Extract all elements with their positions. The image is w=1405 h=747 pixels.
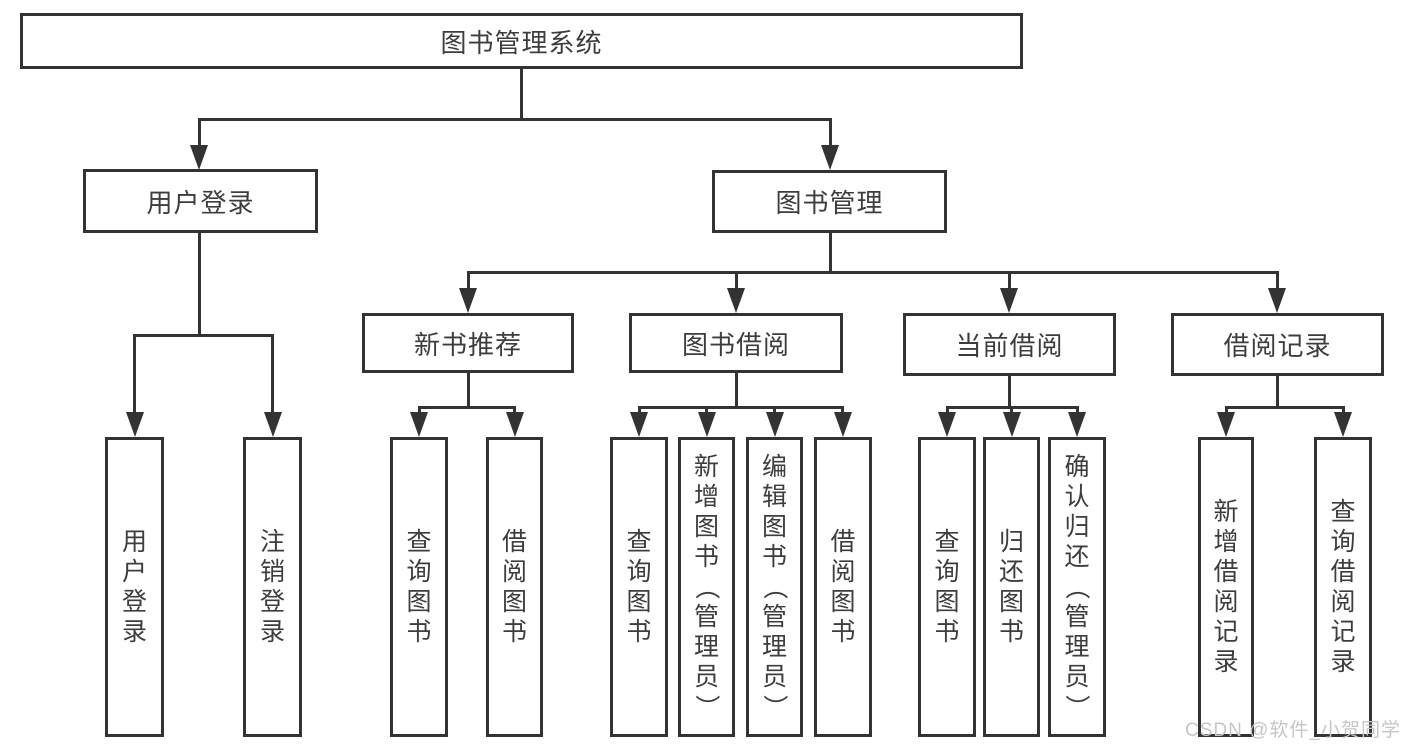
edge-cb-stem [1008, 376, 1011, 409]
leaf-bb-borrow-books: 借阅图书 [814, 437, 872, 737]
edge-nbr-stem [467, 373, 470, 409]
leaf-logout: 注销登录 [243, 437, 302, 737]
arrowhead-br-query [1334, 412, 1352, 437]
leaf-user-login: 用户登录 [105, 437, 164, 737]
node-borrow-records-label: 借阅记录 [1223, 331, 1332, 361]
arrowhead-new-book-recommend [459, 288, 477, 313]
leaf-nbr-query-books: 查询图书 [390, 437, 448, 737]
arrowhead-book-borrow [727, 288, 745, 313]
node-book-borrow-label: 图书借阅 [681, 329, 790, 360]
edge-bb-leaf3-shaft [773, 406, 776, 415]
leaf-bb-add-books-admin-label: 新增图书（管理员） [692, 453, 721, 720]
leaf-cb-return-books: 归还图书 [983, 437, 1040, 737]
leaf-cb-confirm-return-admin-label: 确认归还（管理员） [1062, 453, 1091, 720]
edge-br-leaf2-shaft [1342, 406, 1345, 415]
edge-level3-bar [467, 271, 1279, 274]
edge-leaf-user-login-shaft [133, 334, 136, 414]
node-user-login-label: 用户登录 [146, 187, 255, 218]
leaf-cb-query-books: 查询图书 [918, 437, 976, 737]
edge-cb-arrow-shaft [1008, 271, 1011, 291]
edge-nbr-bar [418, 406, 516, 409]
node-root-label: 图书管理系统 [440, 27, 603, 58]
edge-nbr-leaf1-shaft [418, 406, 421, 415]
edge-nbr-arrow-shaft [467, 271, 470, 291]
leaf-bb-edit-books-admin: 编辑图书（管理员） [746, 437, 803, 737]
edge-cb-leaf3-shaft [1076, 406, 1079, 415]
arrowhead-bb-borrow [834, 412, 852, 437]
leaf-nbr-borrow-books: 借阅图书 [486, 437, 543, 737]
arrowhead-leaf-logout [264, 412, 282, 437]
edge-book-mgmt-arrow-shaft [829, 118, 832, 148]
leaf-user-login-label: 用户登录 [121, 528, 147, 646]
edge-br-stem [1276, 376, 1279, 409]
node-book-management: 图书管理 [712, 170, 947, 233]
leaf-br-add-record-label: 新增借阅记录 [1213, 498, 1239, 676]
arrowhead-cb-query [938, 412, 956, 437]
node-book-borrow: 图书借阅 [629, 313, 843, 373]
node-current-borrow: 当前借阅 [903, 313, 1116, 376]
leaf-bb-query-books: 查询图书 [610, 437, 668, 737]
edge-cb-leaf1-shaft [946, 406, 949, 415]
arrowhead-user-login [190, 145, 208, 170]
node-new-book-recommend-label: 新书推荐 [413, 329, 522, 360]
edge-nbr-leaf2-shaft [513, 406, 516, 415]
arrowhead-nbr-query [410, 412, 428, 437]
edge-bb-bar [638, 406, 844, 409]
csdn-watermark: CSDN @软件_小贺同学 [1185, 720, 1401, 741]
arrowhead-cb-return [1003, 412, 1021, 437]
node-current-borrow-label: 当前借阅 [955, 331, 1064, 361]
arrowhead-cb-confirm [1068, 412, 1086, 437]
node-user-login: 用户登录 [83, 169, 318, 233]
edge-br-leaf1-shaft [1225, 406, 1228, 415]
edge-user-login-stem [198, 233, 201, 337]
leaf-cb-return-books-label: 归还图书 [998, 528, 1024, 646]
edge-br-arrow-shaft [1276, 271, 1279, 291]
arrowhead-br-add [1217, 412, 1235, 437]
edge-bb-leaf4-shaft [841, 406, 844, 415]
node-borrow-records: 借阅记录 [1171, 313, 1384, 376]
arrowhead-nbr-borrow [506, 412, 524, 437]
arrowhead-current-borrow [1000, 288, 1018, 313]
leaf-bb-borrow-books-label: 借阅图书 [830, 528, 856, 646]
arrowhead-leaf-user-login [126, 412, 144, 437]
edge-bb-leaf2-shaft [705, 406, 708, 415]
leaf-bb-query-books-label: 查询图书 [626, 528, 652, 646]
arrowhead-bb-add [698, 412, 716, 437]
arrowhead-bb-edit [766, 412, 784, 437]
edge-bb-arrow-shaft [735, 271, 738, 291]
edge-cb-leaf2-shaft [1010, 406, 1013, 415]
arrowhead-book-mgmt [821, 145, 839, 170]
leaf-nbr-borrow-books-label: 借阅图书 [501, 528, 527, 646]
leaf-br-query-record: 查询借阅记录 [1314, 437, 1372, 737]
arrowhead-borrow-records [1268, 288, 1286, 313]
node-new-book-recommend: 新书推荐 [362, 313, 574, 373]
edge-leaf-logout-shaft [271, 334, 274, 414]
arrowhead-bb-query [630, 412, 648, 437]
edge-user-login-arrow-shaft [198, 118, 201, 148]
leaf-cb-query-books-label: 查询图书 [934, 528, 960, 646]
leaf-bb-add-books-admin: 新增图书（管理员） [678, 437, 735, 737]
edge-bb-leaf1-shaft [638, 406, 641, 415]
leaf-nbr-query-books-label: 查询图书 [406, 528, 432, 646]
leaf-bb-edit-books-admin-label: 编辑图书（管理员） [760, 453, 789, 720]
node-book-management-label: 图书管理 [775, 188, 884, 218]
node-root: 图书管理系统 [20, 13, 1023, 69]
edge-root-stem [520, 69, 523, 121]
edge-user-login-bar [133, 334, 274, 337]
edge-level2-bar [198, 118, 832, 121]
edge-book-mgmt-stem [829, 233, 832, 274]
leaf-logout-label: 注销登录 [259, 528, 285, 646]
leaf-br-query-record-label: 查询借阅记录 [1330, 498, 1356, 676]
edge-bb-stem [735, 373, 738, 409]
leaf-cb-confirm-return-admin: 确认归还（管理员） [1048, 437, 1106, 737]
leaf-br-add-record: 新增借阅记录 [1198, 437, 1254, 737]
edge-br-bar [1225, 406, 1345, 409]
